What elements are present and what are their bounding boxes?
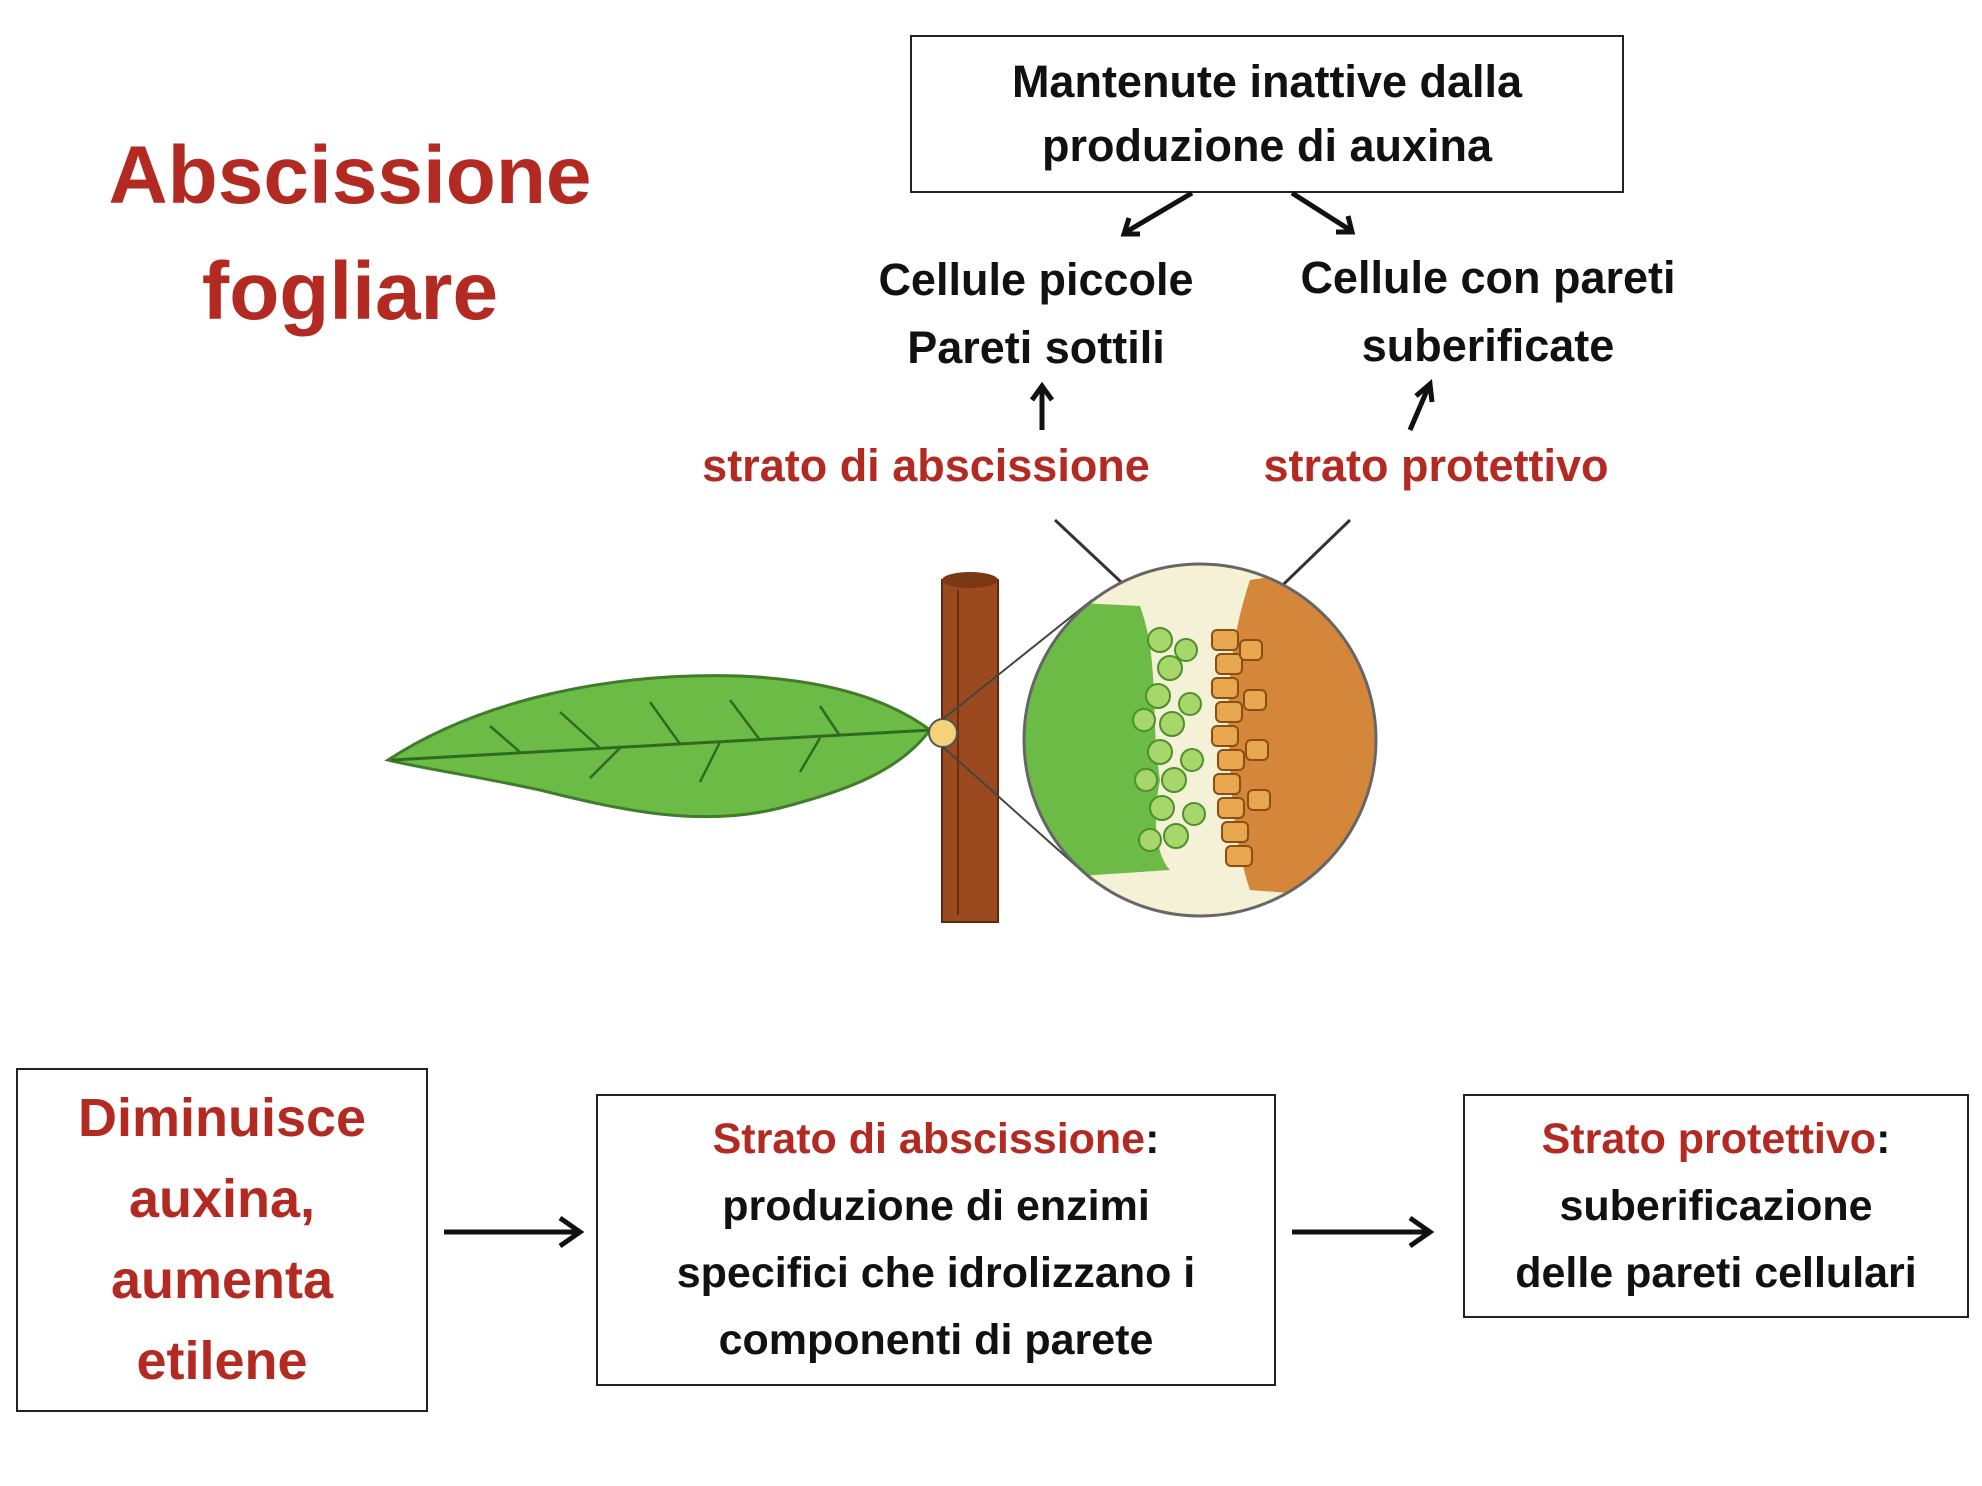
small-cells-line-2: Pareti sottili [907,322,1165,373]
box3-heading-term: Strato protettivo [1541,1114,1877,1163]
title-line-1: Abscissione [108,130,592,221]
page-title: Abscissione fogliare [60,118,640,350]
box2-line-4: componenti di parete [718,1316,1154,1364]
box2-heading-colon: : [1145,1115,1160,1163]
title-line-2: fogliare [201,246,499,337]
box2-heading-term: Strato di abscissione [712,1115,1146,1163]
node-highlight [928,718,958,748]
box2-heading: Strato di abscissione: [713,1106,1160,1173]
box1-line-3: aumenta [110,1250,334,1310]
suberized-cells-line-1: Cellule con pareti [1300,252,1676,303]
box1-line-4: etilene [136,1331,308,1391]
auxin-box-line-1: Mantenute inattive dalla [1011,56,1523,107]
arrow-to-suberized-cells [1290,190,1356,235]
arrow-up-protective [1407,379,1435,431]
lens-line-bottom [942,746,1093,881]
flow-arrow-1 [444,1215,585,1249]
box3-heading-colon: : [1876,1114,1891,1163]
box3-heading: Strato protettivo: [1542,1106,1891,1173]
auxin-inactive-box: Mantenute inattive dalla produzione di a… [910,35,1624,193]
box1-line-2: auxina, [128,1169,316,1229]
abscission-layer-label: strato di abscissione [702,440,1150,491]
stem [941,572,999,923]
magnifier-lens [1022,562,1378,918]
suberized-cells-line-2: suberificate [1361,320,1615,371]
magnified-tissue [1024,564,1376,916]
auxin-ethylene-box: Diminuisce auxina, aumenta etilene [16,1068,428,1412]
box2-line-2: produzione di enzimi [722,1182,1150,1230]
abscission-layer-box: Strato di abscissione: produzione di enz… [596,1094,1276,1386]
protective-layer-box: Strato protettivo: suberificazione delle… [1463,1094,1969,1318]
lens-line-top [942,599,1093,720]
box3-line-3: delle pareti cellulari [1515,1248,1917,1297]
auxin-box-line-2: produzione di auxina [1041,120,1493,171]
box3-line-2: suberificazione [1559,1181,1873,1230]
protective-layer-label: strato protettivo [1263,440,1609,491]
small-cells-line-1: Cellule piccole [878,254,1194,305]
arrow-to-small-cells [1120,190,1194,237]
suberized-cells-label: Cellule con pareti suberificate [1268,244,1708,380]
box1-line-1: Diminuisce [77,1088,367,1148]
arrow-up-abscission [1029,381,1055,430]
small-cells-label: Cellule piccole Pareti sottili [846,246,1226,382]
flow-arrow-2 [1292,1215,1435,1249]
box2-line-3: specifici che idrolizzano i [676,1249,1196,1297]
leaf [384,674,933,819]
